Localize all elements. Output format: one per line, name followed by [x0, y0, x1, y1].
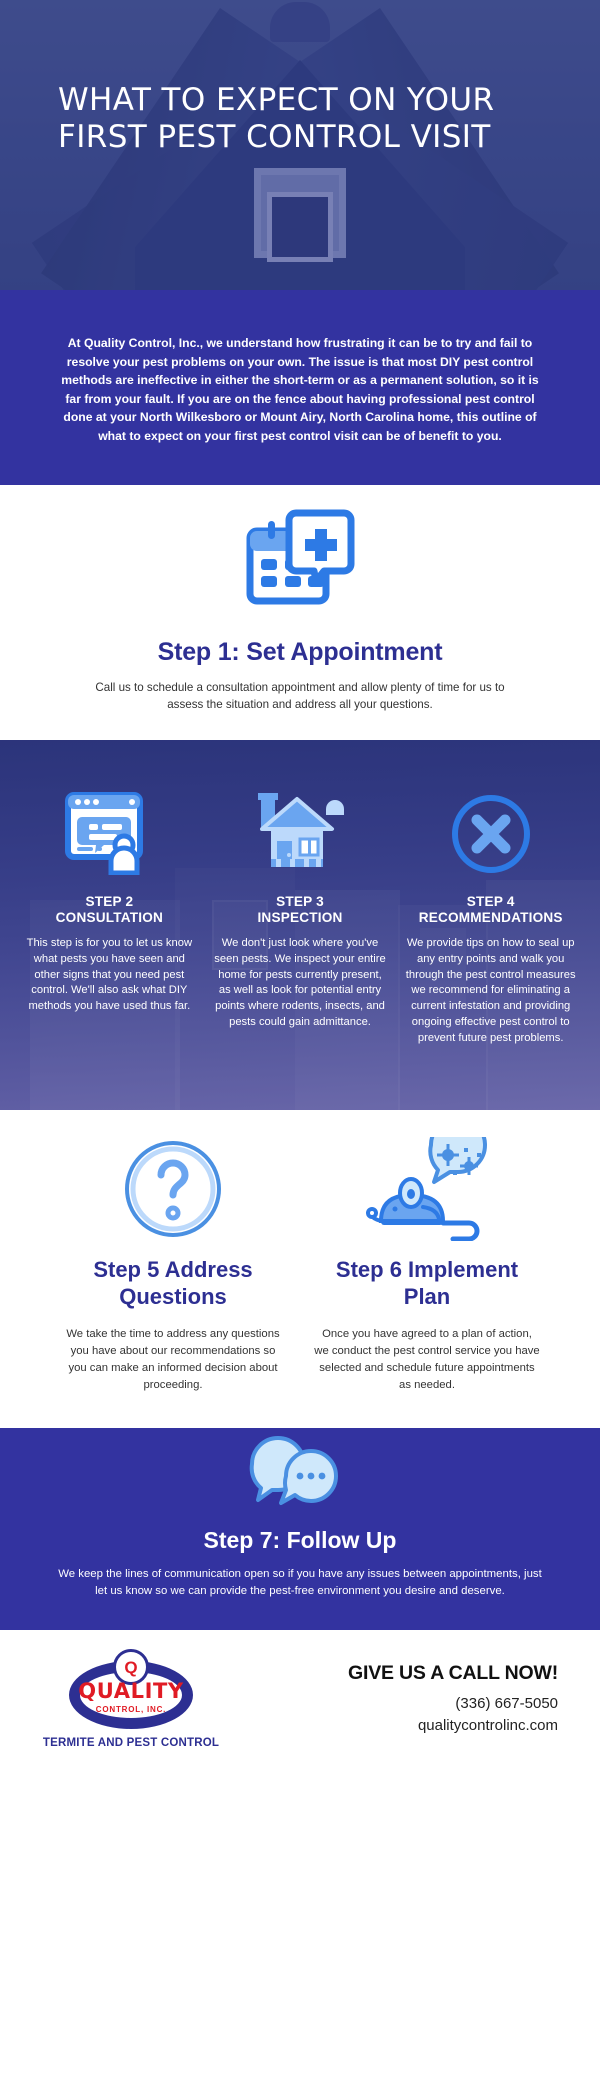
step-6-heading: Step 6 Implement Plan — [335, 1256, 519, 1310]
mouse-germs-icon — [365, 1116, 489, 1246]
footer: Q QUALITY CONTROL, INC. TERMITE AND PEST… — [0, 1630, 600, 1772]
step-2-name: CONSULTATION — [55, 910, 164, 926]
step-5-column: Step 5 Address Questions We take the tim… — [46, 1140, 300, 1394]
step-6-body: Once you have agreed to a plan of action… — [314, 1328, 540, 1391]
step-2-title: STEP 2 CONSULTATION — [22, 894, 197, 927]
hero-background-photo — [0, 0, 600, 290]
step-3-body: We don't just look where you've seen pes… — [214, 936, 386, 1029]
step-1-body: Call us to schedule a consultation appoi… — [95, 681, 505, 712]
phone-number[interactable]: (336) 667-5050 — [455, 1694, 558, 1712]
step-2-label: STEP 2 — [85, 893, 134, 909]
step-7-icon-wrap — [56, 1434, 544, 1515]
step-3-title: STEP 3 INSPECTION — [213, 894, 388, 927]
intro-section: At Quality Control, Inc., we understand … — [0, 290, 600, 486]
step-4-body: We provide tips on how to seal up any en… — [405, 936, 576, 1045]
step-1-section: Step 1: Set Appointment Call us to sched… — [0, 485, 600, 740]
step-1-icon-wrap — [40, 507, 560, 620]
step-3-name: INSPECTION — [257, 910, 343, 926]
step-2-column: STEP 2 CONSULTATION This step is for you… — [14, 788, 205, 1048]
logo-subtext: CONTROL, INC. — [95, 1705, 167, 1714]
intro-paragraph: At Quality Control, Inc., we understand … — [61, 336, 539, 443]
step-2-body: This step is for you to let us know what… — [26, 936, 193, 1013]
gable-vent-opening — [267, 192, 333, 262]
website-url[interactable]: qualitycontrolinc.com — [417, 1716, 558, 1734]
step-6-column: Step 6 Implement Plan Once you have agre… — [300, 1116, 554, 1394]
step-1-heading: Step 1: Set Appointment — [157, 638, 443, 667]
roof-ridge-cap — [270, 2, 330, 42]
step-2-icon-wrap — [22, 788, 197, 880]
hero-banner: WHAT TO EXPECT ON YOUR FIRST PEST CONTRO… — [0, 0, 600, 290]
step-4-column: STEP 4 RECOMMENDATIONS We provide tips o… — [395, 788, 586, 1048]
step-7-heading: Step 7: Follow Up — [203, 1526, 397, 1553]
step-7-section: Step 7: Follow Up We keep the lines of c… — [0, 1427, 600, 1630]
question-mark-circle-icon — [121, 1137, 225, 1246]
step-4-label: STEP 4 — [466, 893, 515, 909]
step-3-column: STEP 3 INSPECTION We don't just look whe… — [205, 788, 396, 1048]
step-6-icon-wrap — [314, 1116, 540, 1246]
chat-window-person-icon — [64, 789, 154, 880]
steps-2-4-columns: STEP 2 CONSULTATION This step is for you… — [0, 740, 600, 1048]
logo-q-badge: Q — [113, 1649, 149, 1685]
step-3-label: STEP 3 — [276, 893, 324, 909]
company-logo: Q QUALITY CONTROL, INC. TERMITE AND PEST… — [26, 1649, 236, 1749]
step-5-body: We take the time to address any question… — [66, 1328, 280, 1391]
step-5-heading: Step 5 Address Questions — [93, 1256, 253, 1310]
logo-badge-letter: Q — [124, 1657, 138, 1677]
logo-mark: Q QUALITY CONTROL, INC. — [61, 1649, 201, 1735]
logo-tagline: TERMITE AND PEST CONTROL — [42, 1737, 220, 1749]
steps-2-4-section: STEP 2 CONSULTATION This step is for you… — [0, 739, 600, 1110]
footer-contact: GIVE US A CALL NOW! (336) 667-5050 quali… — [236, 1662, 574, 1737]
chat-bubbles-icon — [240, 1434, 360, 1515]
circle-x-icon — [450, 793, 532, 880]
step-3-icon-wrap — [213, 788, 388, 880]
call-now-heading: GIVE US A CALL NOW! — [348, 1661, 558, 1684]
step-4-icon-wrap — [403, 788, 578, 880]
step-4-title: STEP 4 RECOMMENDATIONS — [403, 894, 578, 927]
step-5-icon-wrap — [60, 1140, 286, 1244]
step-4-name: RECOMMENDATIONS — [418, 910, 563, 926]
calendar-appointment-icon — [244, 507, 356, 620]
hero-color-overlay — [0, 0, 600, 290]
house-inspection-icon — [252, 789, 348, 880]
step-7-body: We keep the lines of communication open … — [58, 1567, 542, 1597]
logo-wordmark: QUALITY — [78, 1679, 184, 1703]
steps-5-6-section: Step 5 Address Questions We take the tim… — [0, 1109, 600, 1428]
page-title: WHAT TO EXPECT ON YOUR FIRST PEST CONTRO… — [58, 82, 495, 155]
